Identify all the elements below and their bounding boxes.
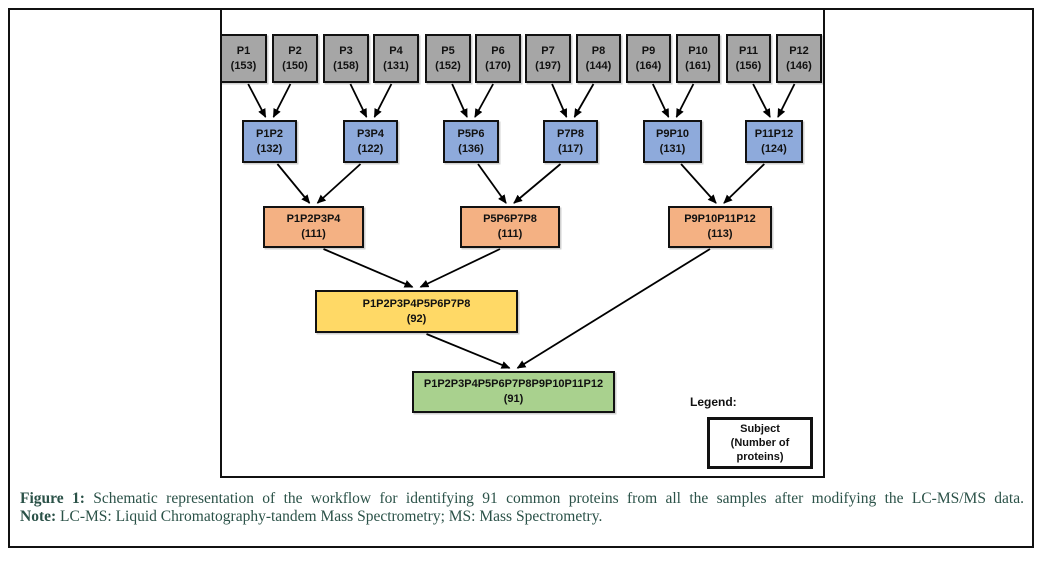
figure-number-label: Figure 1: <box>20 490 85 507</box>
note-label: Note: <box>20 508 57 526</box>
node-label: P7 <box>541 44 555 57</box>
node-P5P6: P5P6 (136) <box>443 120 499 163</box>
node-P1P2P3P4P5P6P7P8P9P10P11P12: P1P2P3P4P5P6P7P8P9P10P11P12 (91) <box>412 371 615 413</box>
node-count: (156) <box>735 59 762 72</box>
node-P11: P11 (156) <box>726 34 771 83</box>
node-P2: P2 (150) <box>272 34 318 83</box>
node-label: P4 <box>389 44 403 57</box>
node-count: (197) <box>535 59 561 72</box>
node-label: P5 <box>441 44 455 57</box>
node-label: P1P2P3P4P5P6P7P8 <box>362 297 471 310</box>
node-label: P1 <box>236 44 251 57</box>
figure-caption-text: Schematic representation of the workflow… <box>93 490 1024 507</box>
node-P9: P9 (164) <box>626 34 671 83</box>
node-P3P4: P3P4 (122) <box>343 120 398 163</box>
node-P10: P10 (161) <box>676 34 720 83</box>
node-label: P8 <box>591 44 606 57</box>
node-count: (124) <box>761 142 787 155</box>
node-label: P7P8 <box>557 127 584 140</box>
node-P5: P5 (152) <box>425 34 471 83</box>
node-label: P5P6P7P8 <box>483 213 537 226</box>
node-count: (153) <box>230 59 257 72</box>
legend-box: Subject (Number of proteins) <box>707 417 813 469</box>
legend-label: Legend: <box>690 395 737 409</box>
node-count: (132) <box>256 142 283 155</box>
node-P9P10: P9P10 (131) <box>643 120 702 163</box>
node-P9P10P11P12: P9P10P11P12 (113) <box>668 206 772 248</box>
node-label: P11P12 <box>754 127 794 140</box>
node-count: (113) <box>707 228 733 240</box>
node-label: P9 <box>641 44 656 57</box>
node-count: (122) <box>357 142 384 155</box>
node-P6: P6 (170) <box>475 34 521 83</box>
node-label: P6 <box>491 44 505 57</box>
caption-note-line: Note: LC-MS: Liquid Chromatography-tande… <box>20 508 1024 526</box>
node-label: P1P2P3P4 <box>286 213 341 226</box>
node-count: (161) <box>685 59 711 72</box>
node-label: P3 <box>339 44 353 57</box>
node-P1P2P3P4P5P6P7P8: P1P2P3P4P5P6P7P8 (92) <box>315 290 518 333</box>
node-label: P2 <box>288 44 302 57</box>
node-label: P1P2P3P4P5P6P7P8P9P10P11P12 <box>423 378 604 391</box>
node-P1P2P3P4: P1P2P3P4 (111) <box>263 206 364 248</box>
node-P3: P3 (158) <box>323 34 369 83</box>
node-count: (92) <box>406 312 427 325</box>
node-label: P12 <box>789 44 809 57</box>
node-label: P9P10P11P12 <box>684 213 756 226</box>
node-P1P2: P1P2 (132) <box>242 120 297 163</box>
node-count: (131) <box>659 142 686 155</box>
node-count: (117) <box>557 142 584 155</box>
node-label: P1P2 <box>256 127 283 140</box>
node-count: (111) <box>301 228 326 240</box>
node-P4: P4 (131) <box>373 34 419 83</box>
node-count: (131) <box>383 59 409 72</box>
node-P8: P8 (144) <box>576 34 621 83</box>
node-P1: P1 (153) <box>220 34 267 83</box>
legend-line: Subject <box>740 422 780 435</box>
caption-figure-line: Figure 1: Schematic representation of th… <box>20 490 1024 508</box>
node-count: (158) <box>333 59 359 72</box>
node-P5P6P7P8: P5P6P7P8 (111) <box>460 206 560 248</box>
node-label: P9P10 <box>655 127 690 140</box>
node-label: P10 <box>688 44 708 57</box>
legend-line: proteins) <box>736 451 784 464</box>
node-count: (164) <box>635 59 662 72</box>
node-count: (152) <box>435 59 461 72</box>
node-count: (150) <box>282 59 308 72</box>
figure-caption: Figure 1: Schematic representation of th… <box>20 490 1024 527</box>
node-count: (144) <box>585 59 612 72</box>
node-count: (91) <box>503 393 524 405</box>
node-P7: P7 (197) <box>525 34 571 83</box>
node-label: P11 <box>739 44 758 57</box>
node-count: (136) <box>458 142 484 155</box>
legend-line: (Number of <box>730 436 790 449</box>
note-text: LC-MS: Liquid Chromatography-tandem Mass… <box>60 508 603 526</box>
node-P11P12: P11P12 (124) <box>745 120 803 163</box>
node-P12: P12 (146) <box>776 34 822 83</box>
node-P7P8: P7P8 (117) <box>543 120 598 163</box>
node-count: (170) <box>485 59 511 72</box>
node-label: P5P6 <box>457 127 485 140</box>
node-count: (146) <box>786 59 812 72</box>
node-label: P3P4 <box>357 127 384 140</box>
node-count: (111) <box>497 228 523 240</box>
